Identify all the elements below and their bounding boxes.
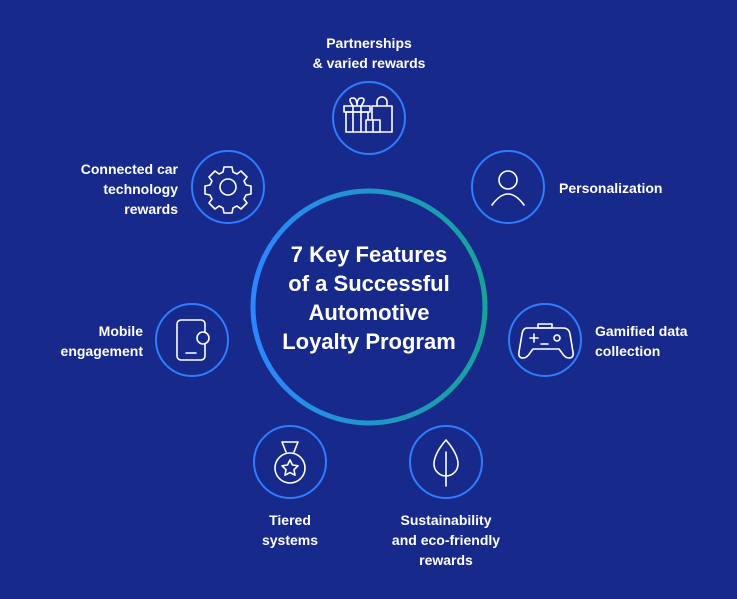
title-line: Automotive [308, 300, 430, 325]
center-title: 7 Key Features of a Successful Automotiv… [251, 240, 487, 356]
feature-circle-connected [191, 150, 265, 224]
gift-bags-icon [343, 96, 393, 133]
label-line: collection [595, 343, 661, 359]
title-line: 7 Key Features [290, 242, 448, 267]
label-sustainability: Sustainability and eco-friendly rewards [376, 510, 516, 570]
label-line: & varied rewards [312, 55, 426, 71]
label-line: systems [261, 532, 319, 548]
feature-circle-sustainability [409, 425, 483, 499]
medal-icon [274, 441, 306, 484]
gamepad-icon [518, 323, 574, 359]
label-line: Mobile [98, 323, 143, 339]
label-gamified: Gamified data collection [595, 321, 688, 361]
label-line: rewards [419, 552, 473, 568]
feature-circle-personalization [471, 150, 545, 224]
label-connected: Connected car technology rewards [40, 159, 178, 219]
feature-circle-partnerships [332, 81, 406, 155]
title-line: Loyalty Program [282, 329, 456, 354]
center-ring [250, 188, 488, 426]
label-line: rewards [124, 201, 178, 217]
label-line: technology [103, 181, 178, 197]
title-line: of a Successful [288, 271, 450, 296]
leaf-icon [433, 439, 459, 487]
label-line: Connected car [80, 161, 178, 177]
label-mobile: Mobile engagement [40, 321, 143, 361]
label-line: Tiered [269, 512, 311, 528]
feature-circle-tiered [253, 425, 327, 499]
label-tiered: Tiered systems [240, 510, 340, 550]
person-icon [491, 170, 525, 206]
feature-circle-gamified [508, 303, 582, 377]
label-personalization: Personalization [559, 178, 662, 198]
label-line: engagement [60, 343, 143, 359]
label-partnerships: Partnerships & varied rewards [290, 33, 448, 73]
feature-circle-mobile [155, 303, 229, 377]
label-line: Gamified data [595, 323, 688, 339]
label-line: Sustainability [400, 512, 492, 528]
mobile-icon [176, 319, 210, 361]
label-line: Personalization [559, 180, 663, 196]
label-line: and eco-friendly [391, 532, 501, 548]
label-line: Partnerships [326, 35, 412, 51]
gear-icon [204, 166, 252, 214]
